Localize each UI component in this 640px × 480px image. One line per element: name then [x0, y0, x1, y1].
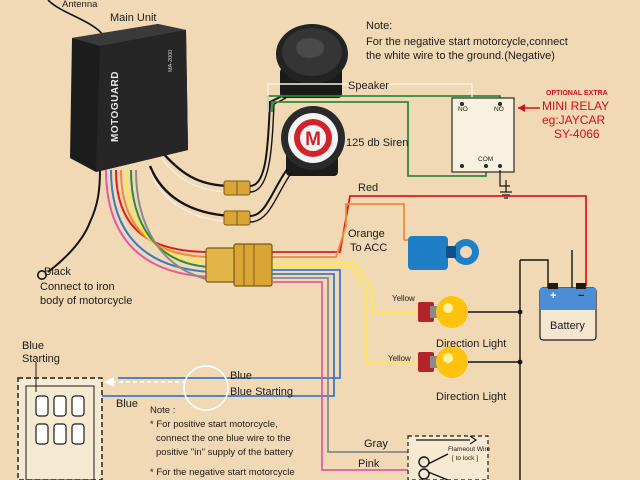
- rail-junction-2: [517, 359, 523, 365]
- scissors-icon: [418, 453, 449, 480]
- speaker: [276, 24, 348, 98]
- brand-label: MOTOGUARD: [110, 71, 121, 142]
- blue-left-label: Blue: [116, 398, 139, 410]
- siren-cable-2: [149, 169, 233, 223]
- gray-wire: [272, 277, 410, 453]
- siren-lead: [249, 167, 289, 217]
- speaker-label: Speaker: [348, 80, 389, 92]
- note-bottom-heading: Note :: [150, 405, 176, 416]
- note-bottom-line4: * For the negative start motorcycle: [150, 467, 295, 478]
- bundle-orange: [120, 169, 211, 258]
- mini-relay: [451, 97, 515, 173]
- flameout-line1: Flameout Wire: [448, 446, 491, 453]
- note-top-line2: the white wire to the ground.(Negative): [366, 50, 555, 62]
- main-harness-connector: [205, 243, 273, 287]
- relay-com-label: COM: [478, 156, 494, 163]
- optional-extra-badge: OPTIONAL EXTRA: [546, 90, 608, 97]
- relay-line2: eg:JAYCAR: [542, 113, 606, 127]
- flameout-wire-line: [416, 435, 478, 445]
- flameout-line2: [ to lock ]: [452, 455, 479, 462]
- yellow-wire-2: [272, 265, 418, 363]
- relay-no-right-label: NO: [494, 106, 504, 113]
- black-ground-wire: [47, 169, 101, 273]
- note-top-line1: For the negative start motorcycle,connec…: [366, 36, 568, 48]
- ignition-key-icon: [408, 236, 479, 270]
- direction-light-1: [418, 296, 468, 328]
- relay-arrowhead-icon: [518, 104, 525, 112]
- bundle-blue: [110, 169, 211, 273]
- note-bottom-line3: positive "in" supply of the battery: [156, 447, 294, 458]
- ground-line2: body of motorcycle: [40, 295, 133, 307]
- bundle-yellow: [125, 169, 211, 263]
- pink-wire-label: Pink: [358, 458, 380, 470]
- speaker-cable-2: [159, 155, 233, 193]
- relay-ground-wire: [499, 170, 510, 187]
- bundle-pink: [105, 169, 211, 278]
- speaker-lead-2: [249, 97, 287, 193]
- antenna-wire: [47, 0, 105, 37]
- siren-label: 125 db Siren: [346, 137, 409, 149]
- note-bottom-line1: * For positive start motorcycle,: [150, 419, 278, 430]
- siren-connector: [223, 210, 251, 226]
- blue-arrowhead-icon: [104, 377, 114, 387]
- gray-wire-label: Gray: [364, 438, 388, 450]
- blue-wire: [118, 269, 341, 379]
- bundle-green: [130, 169, 211, 268]
- speaker-connector: [223, 180, 251, 196]
- ground-symbol-icon: [500, 180, 512, 199]
- yellow-2-label: Yellow: [388, 354, 411, 363]
- ground-lug-icon: [36, 269, 47, 280]
- siren-logo-icon: M: [305, 129, 321, 150]
- relay-line1: MINI RELAY: [542, 99, 610, 113]
- main-unit-label: Main Unit: [110, 12, 157, 24]
- yellow-wire-1: [272, 261, 418, 313]
- direction-light-1-label: Direction Light: [436, 338, 507, 350]
- battery-minus-label: −: [578, 290, 585, 302]
- relay-no-left-label: NO: [458, 106, 468, 113]
- starter-title-line1: Blue: [22, 340, 45, 352]
- blue-label: Blue: [230, 370, 253, 382]
- speaker-cable: [159, 149, 233, 188]
- orange-wire-label: Orange: [348, 228, 385, 240]
- battery-icon: [539, 283, 597, 341]
- white-wire-relay: [267, 83, 473, 112]
- light-return-rail: [468, 259, 549, 480]
- bundle-red: [115, 169, 211, 253]
- yellow-1-label: Yellow: [392, 294, 415, 303]
- orange-wire: [272, 203, 405, 258]
- battery-plus-label: +: [550, 290, 557, 302]
- main-unit-edge: [96, 30, 188, 172]
- pink-wire: [272, 281, 410, 471]
- main-unit-top-face: [72, 24, 186, 46]
- note-top-heading: Note:: [366, 20, 393, 32]
- antenna-label: Antenna: [62, 0, 98, 10]
- blue-wires-highlight: [183, 365, 229, 411]
- blue-starting-label: Blue Starting: [230, 386, 293, 398]
- speaker-lead: [249, 95, 283, 187]
- relay-line3: SY-4066: [554, 127, 600, 141]
- red-wire: [272, 195, 587, 286]
- note-bottom-line2: connect the one blue wire to the: [156, 433, 291, 444]
- rail-junction-1: [517, 309, 523, 315]
- green-wire-relay-com: [271, 101, 487, 177]
- starter-switch-icon: [17, 377, 103, 480]
- blue-starting-wire: [96, 273, 335, 397]
- starter-title-line2: Starting: [22, 353, 60, 365]
- siren-lead-2: [249, 171, 293, 223]
- red-wire-label: Red: [358, 182, 379, 194]
- siren: M: [281, 106, 345, 176]
- black-wire-label: Black: [44, 266, 71, 278]
- direction-light-2-label: Direction Light: [436, 391, 507, 403]
- model-label: MA-2000: [168, 49, 174, 72]
- to-acc-label: To ACC: [350, 242, 388, 254]
- battery-label: Battery: [550, 320, 585, 332]
- direction-light-2: [418, 346, 468, 378]
- bundle-gray: [135, 169, 211, 281]
- siren-cable: [148, 165, 233, 218]
- ground-line1: Connect to iron: [40, 281, 115, 293]
